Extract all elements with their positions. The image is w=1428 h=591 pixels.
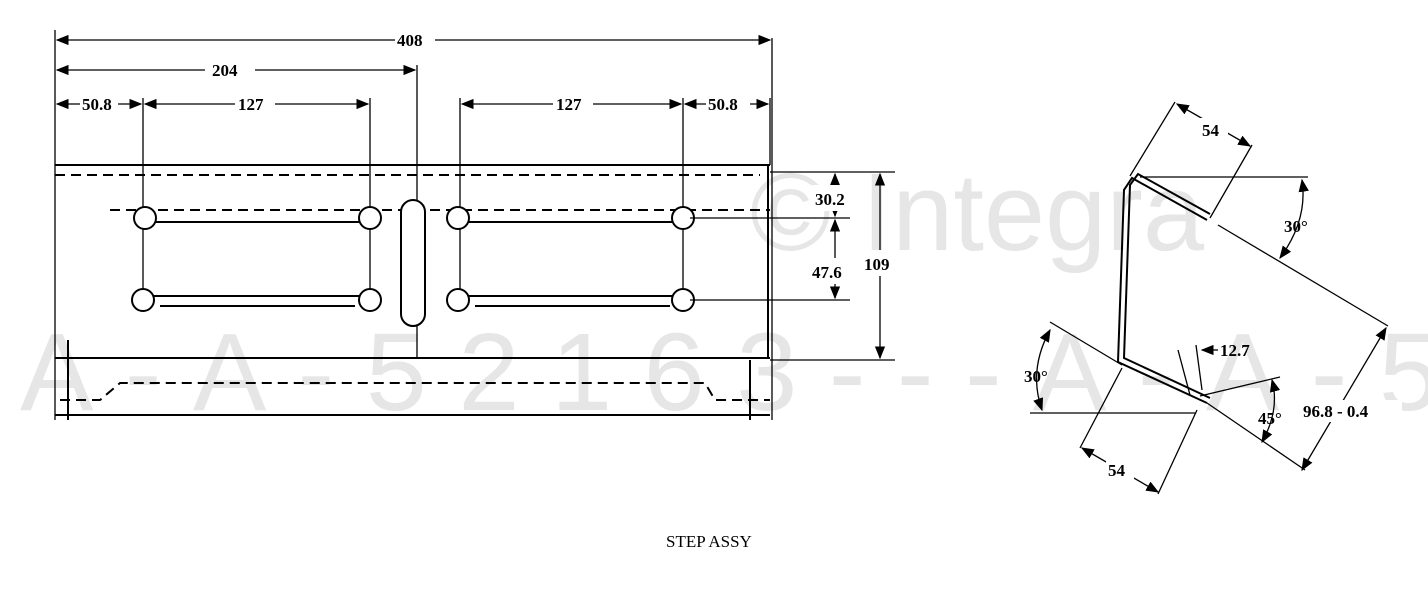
dim-45-deg: 45° xyxy=(1258,409,1282,428)
dim-109: 109 xyxy=(864,255,890,274)
dim-408: 408 xyxy=(397,31,423,50)
drawing-caption: STEP ASSY xyxy=(666,532,752,551)
dim-left-50-8: 50.8 xyxy=(82,95,112,114)
dim-left-127: 127 xyxy=(238,95,264,114)
dim-left-30-deg: 30° xyxy=(1024,367,1048,386)
dim-96-8: 96.8 - 0.4 xyxy=(1303,402,1369,421)
dim-right-50-8: 50.8 xyxy=(708,95,738,114)
dim-top-54: 54 xyxy=(1202,121,1220,140)
dim-30-2: 30.2 xyxy=(815,190,845,209)
side-view: 54 30° 96.8 - 0.4 45° 12.7 30° 54 xyxy=(1024,101,1402,495)
dim-47-6: 47.6 xyxy=(812,263,842,282)
front-view: 408 204 50.8 127 127 50.8 xyxy=(54,30,902,420)
dim-bottom-54: 54 xyxy=(1108,461,1126,480)
dim-top-30-deg: 30° xyxy=(1284,217,1308,236)
dim-12-7: 12.7 xyxy=(1220,341,1250,360)
holes xyxy=(131,206,695,312)
dim-right-127: 127 xyxy=(556,95,582,114)
watermark-line-1: © Integra xyxy=(750,151,1205,274)
dim-204: 204 xyxy=(212,61,238,80)
